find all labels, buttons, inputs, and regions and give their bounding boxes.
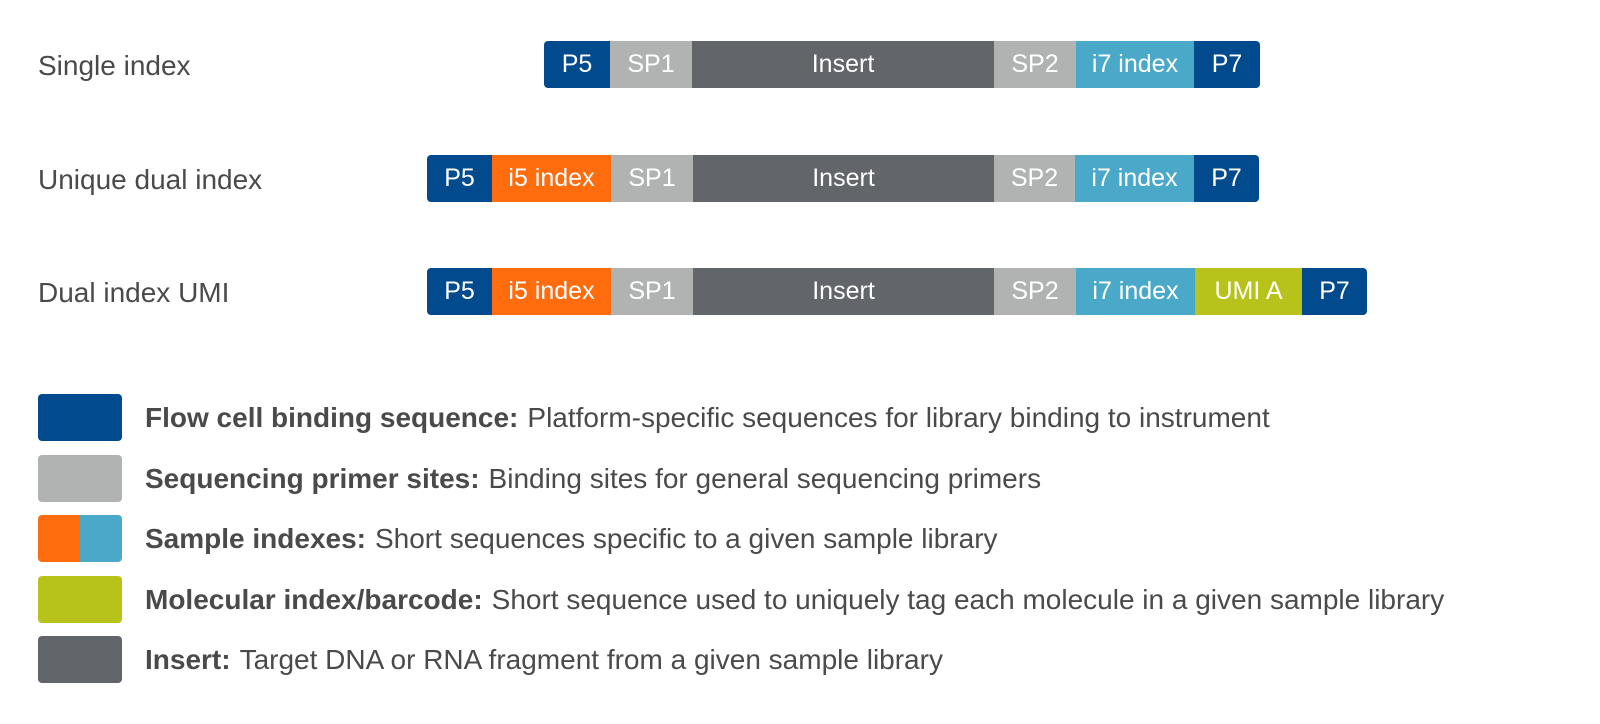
segment-sp2: SP2 xyxy=(994,155,1075,202)
swatch-i5-index xyxy=(38,515,80,562)
row-label-single-index: Single index xyxy=(38,50,191,81)
segment-i5-index: i5 index xyxy=(492,155,611,202)
segment-insert: Insert xyxy=(693,268,994,315)
legend-text: Molecular index/barcode: Short sequence u… xyxy=(145,583,1444,617)
legend-swatch xyxy=(38,576,122,623)
segment-umi-a: UMI A xyxy=(1195,268,1302,315)
legend-item-insert: Insert: Target DNA or RNA fragment from a… xyxy=(38,636,1598,683)
segment-sp1: SP1 xyxy=(610,41,692,88)
row-label-unique-dual-index: Unique dual index xyxy=(38,164,263,195)
swatch-sequencing-primer xyxy=(38,455,122,502)
construct-single-index: P5 SP1 Insert SP2 i7 index P7 xyxy=(544,41,1260,88)
segment-i7-index: i7 index xyxy=(1076,268,1195,315)
segment-sp1: SP1 xyxy=(611,155,693,202)
construct-dual-index-umi: P5 i5 index SP1 Insert SP2 i7 index UMI … xyxy=(427,268,1367,315)
legend-text: Sequencing primer sites: Binding sites fo… xyxy=(145,462,1041,496)
legend-swatch xyxy=(38,515,122,562)
segment-i5-index: i5 index xyxy=(492,268,611,315)
legend-description: Binding sites for general sequencing pri… xyxy=(488,463,1042,494)
legend-text: Flow cell binding sequence: Platform-spec… xyxy=(145,401,1270,435)
row-label-dual-index-umi: Dual index UMI xyxy=(38,277,230,308)
legend-term: Sample indexes: xyxy=(145,523,366,554)
segment-i7-index: i7 index xyxy=(1075,155,1194,202)
construct-unique-dual-index: P5 i5 index SP1 Insert SP2 i7 index P7 xyxy=(427,155,1259,202)
swatch-flow-cell xyxy=(38,394,122,441)
segment-p7: P7 xyxy=(1194,155,1259,202)
segment-sp2: SP2 xyxy=(994,268,1076,315)
legend-swatch xyxy=(38,636,122,683)
segment-p7: P7 xyxy=(1194,41,1260,88)
segment-p5: P5 xyxy=(427,155,492,202)
swatch-insert xyxy=(38,636,122,683)
segment-p7: P7 xyxy=(1302,268,1367,315)
legend-term: Sequencing primer sites: xyxy=(145,463,480,494)
swatch-umi xyxy=(38,576,122,623)
segment-p5: P5 xyxy=(427,268,492,315)
segment-insert: Insert xyxy=(693,155,994,202)
legend-swatch xyxy=(38,455,122,502)
legend-term: Insert: xyxy=(145,644,231,675)
legend-item-molecular-index: Molecular index/barcode: Short sequence u… xyxy=(38,576,1598,623)
segment-i7-index: i7 index xyxy=(1076,41,1194,88)
legend-description: Target DNA or RNA fragment from a given … xyxy=(239,644,943,675)
legend-text: Insert: Target DNA or RNA fragment from a… xyxy=(145,643,943,677)
legend-description: Short sequence used to uniquely tag each… xyxy=(491,584,1445,615)
legend-term: Molecular index/barcode: xyxy=(145,584,483,615)
segment-sp1: SP1 xyxy=(611,268,693,315)
segment-sp2: SP2 xyxy=(994,41,1076,88)
segment-insert: Insert xyxy=(692,41,994,88)
segment-p5: P5 xyxy=(544,41,610,88)
legend-item-flow-cell: Flow cell binding sequence: Platform-spec… xyxy=(38,394,1598,441)
legend-text: Sample indexes: Short sequences specific … xyxy=(145,522,998,556)
legend-item-sequencing-primer: Sequencing primer sites: Binding sites fo… xyxy=(38,455,1598,502)
swatch-i7-index xyxy=(80,515,122,562)
legend-item-sample-indexes: Sample indexes: Short sequences specific … xyxy=(38,515,1598,562)
legend-description: Short sequences specific to a given samp… xyxy=(374,523,998,554)
legend-description: Platform-specific sequences for library … xyxy=(527,402,1270,433)
legend-swatch xyxy=(38,394,122,441)
legend-term: Flow cell binding sequence: xyxy=(145,402,519,433)
